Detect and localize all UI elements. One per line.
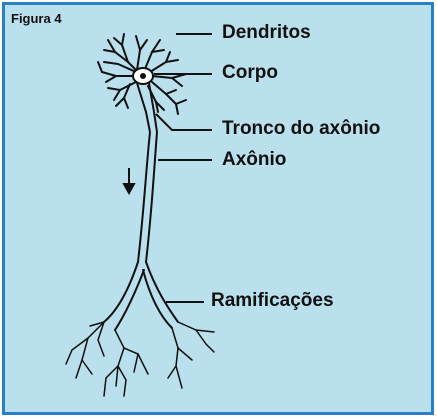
panel-background — [5, 5, 431, 412]
label-ramificacoes: Ramificações — [211, 290, 334, 311]
figure-label: Figura 4 — [11, 11, 62, 26]
axon-branches — [103, 261, 179, 331]
cell-body — [132, 67, 154, 85]
axon-trunk — [136, 82, 158, 133]
label-axonio: Axônio — [222, 149, 287, 170]
terminal-branches — [65, 321, 215, 397]
down-arrow-icon — [122, 168, 136, 196]
leader-line-tronco — [155, 113, 212, 131]
label-corpo: Corpo — [222, 62, 278, 83]
figure-panel — [2, 2, 434, 415]
axon-shaft — [137, 131, 158, 263]
label-tronco-do-axonio: Tronco do axônio — [222, 118, 381, 139]
leader-lines — [154, 33, 212, 303]
label-dendritos: Dendritos — [222, 22, 311, 43]
